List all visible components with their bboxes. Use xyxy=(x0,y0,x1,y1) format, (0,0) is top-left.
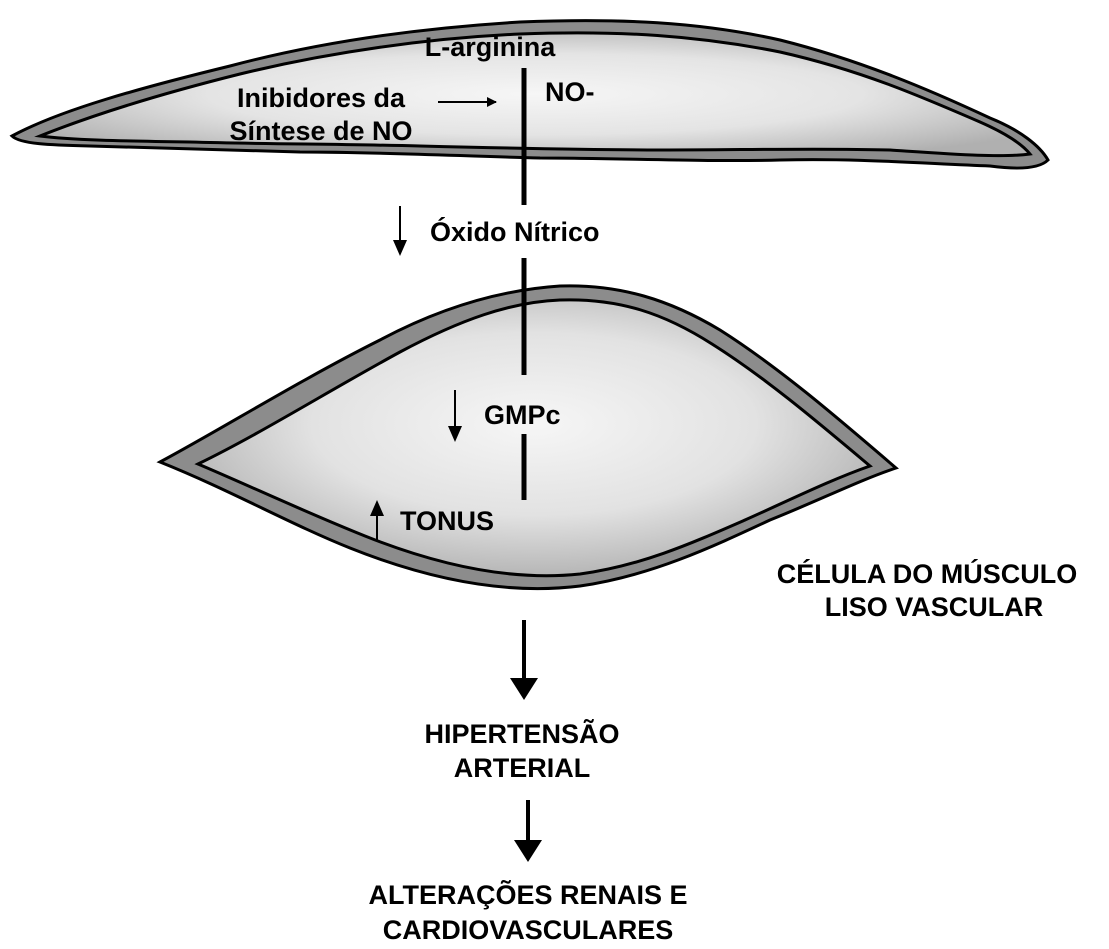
hypertension-label-line2: ARTERIAL xyxy=(454,753,591,783)
smooth-muscle-cell xyxy=(160,286,896,589)
cell-caption-line1: CÉLULA DO MÚSCULO xyxy=(777,558,1077,589)
alterations-label-line1: ALTERAÇÕES RENAIS E xyxy=(368,879,687,910)
cell-caption-line2: LISO VASCULAR xyxy=(825,592,1044,622)
inhibitors-label-line1: Inibidores da xyxy=(237,83,406,113)
inhibitors-label-line2: Síntese de NO xyxy=(229,116,412,146)
nitric-oxide-label: Óxido Nítrico xyxy=(430,216,600,247)
tonus-label: TONUS xyxy=(400,506,494,536)
hypertension-label-line1: HIPERTENSÃO xyxy=(424,718,619,749)
no-label: NO- xyxy=(545,77,595,107)
l-arginina-label: L-arginina xyxy=(425,32,556,62)
arrow-to-hypertension-icon xyxy=(510,620,538,700)
arrow-to-alterations-icon xyxy=(514,800,542,862)
smooth-muscle-cell-cytoplasm xyxy=(198,300,870,576)
gmpc-label: GMPc xyxy=(484,400,561,430)
nitric-oxide-decrease-arrow-icon xyxy=(393,206,407,256)
alterations-label-line2: CARDIOVASCULARES xyxy=(383,915,674,945)
